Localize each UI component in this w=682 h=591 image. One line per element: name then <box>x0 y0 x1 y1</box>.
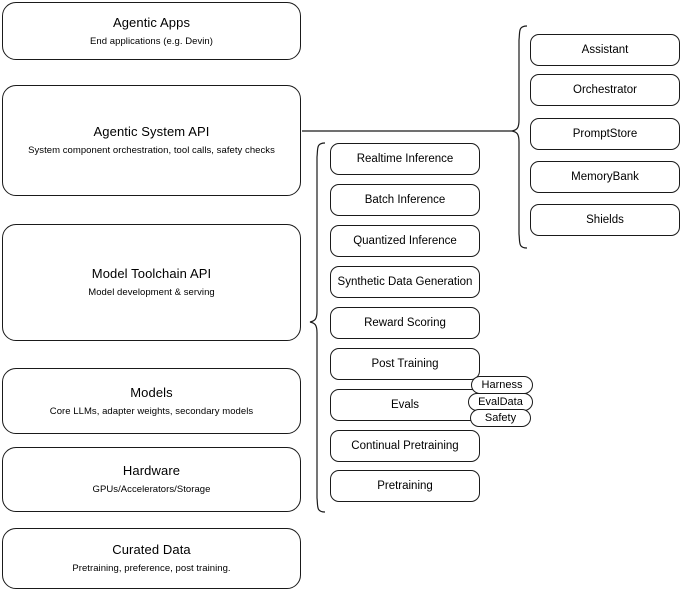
layer-subtitle: Core LLMs, adapter weights, secondary mo… <box>49 405 254 417</box>
toolchain-box-batch-inference[interactable]: Batch Inference <box>330 184 480 216</box>
toolchain-label: Post Training <box>371 358 439 370</box>
layer-subtitle: System component orchestration, tool cal… <box>28 145 275 156</box>
evals-pill-harness[interactable]: Harness <box>471 376 533 394</box>
layer-box-models[interactable]: Models Core LLMs, adapter weights, secon… <box>2 368 301 434</box>
toolchain-box-reward-scoring[interactable]: Reward Scoring <box>330 307 480 339</box>
evals-pill-label: EvalData <box>478 395 523 408</box>
brace-toolchain-items <box>309 142 326 513</box>
evals-pill-label: Harness <box>481 378 523 391</box>
system-component-label: Orchestrator <box>573 84 637 96</box>
toolchain-box-realtime-inference[interactable]: Realtime Inference <box>330 143 480 175</box>
toolchain-box-pretraining[interactable]: Pretraining <box>330 470 480 502</box>
system-component-box-shields[interactable]: Shields <box>530 204 680 236</box>
system-component-box-assistant[interactable]: Assistant <box>530 34 680 66</box>
layer-box-agentic-apps[interactable]: Agentic Apps End applications (e.g. Devi… <box>2 2 301 60</box>
layer-title: Curated Data <box>112 542 191 557</box>
toolchain-box-synthetic-data-generation[interactable]: Synthetic Data Generation <box>330 266 480 298</box>
toolchain-label: Synthetic Data Generation <box>337 276 473 288</box>
toolchain-box-quantized-inference[interactable]: Quantized Inference <box>330 225 480 257</box>
layer-title: Models <box>130 384 173 400</box>
evals-pill-safety[interactable]: Safety <box>470 409 531 427</box>
system-component-label: Assistant <box>581 44 629 56</box>
toolchain-label: Batch Inference <box>364 194 446 206</box>
system-component-box-orchestrator[interactable]: Orchestrator <box>530 74 680 106</box>
system-component-label: MemoryBank <box>571 171 639 183</box>
toolchain-label: Quantized Inference <box>353 235 457 247</box>
system-component-label: Shields <box>586 214 624 226</box>
toolchain-label: Evals <box>390 399 420 411</box>
layer-title: Model Toolchain API <box>91 266 212 281</box>
layer-title: Agentic Apps <box>112 14 191 30</box>
toolchain-label: Pretraining <box>377 480 433 492</box>
toolchain-box-evals[interactable]: Evals <box>330 389 480 421</box>
toolchain-label: Realtime Inference <box>356 153 454 165</box>
toolchain-label: Reward Scoring <box>364 317 446 329</box>
layer-box-hardware[interactable]: Hardware GPUs/Accelerators/Storage <box>2 447 301 512</box>
system-component-box-memorybank[interactable]: MemoryBank <box>530 161 680 193</box>
layer-title: Hardware <box>122 463 181 478</box>
system-component-box-promptstore[interactable]: PromptStore <box>530 118 680 150</box>
layer-subtitle: GPUs/Accelerators/Storage <box>92 484 211 495</box>
evals-pill-label: Safety <box>484 411 517 424</box>
system-component-label: PromptStore <box>572 128 638 140</box>
layer-box-model-toolchain-api[interactable]: Model Toolchain API Model development & … <box>2 224 301 341</box>
toolchain-box-post-training[interactable]: Post Training <box>330 348 480 380</box>
layer-box-curated-data[interactable]: Curated Data Pretraining, preference, po… <box>2 528 301 589</box>
toolchain-box-continual-pretraining[interactable]: Continual Pretraining <box>330 430 480 462</box>
layer-title: Agentic System API <box>93 124 210 139</box>
brace-system-components <box>511 25 528 249</box>
layer-box-agentic-system-api[interactable]: Agentic System API System component orch… <box>2 85 301 196</box>
toolchain-label: Continual Pretraining <box>351 440 459 452</box>
layer-subtitle: Pretraining, preference, post training. <box>72 563 231 574</box>
layer-subtitle: End applications (e.g. Devin) <box>90 35 213 47</box>
layer-subtitle: Model development & serving <box>88 287 215 298</box>
